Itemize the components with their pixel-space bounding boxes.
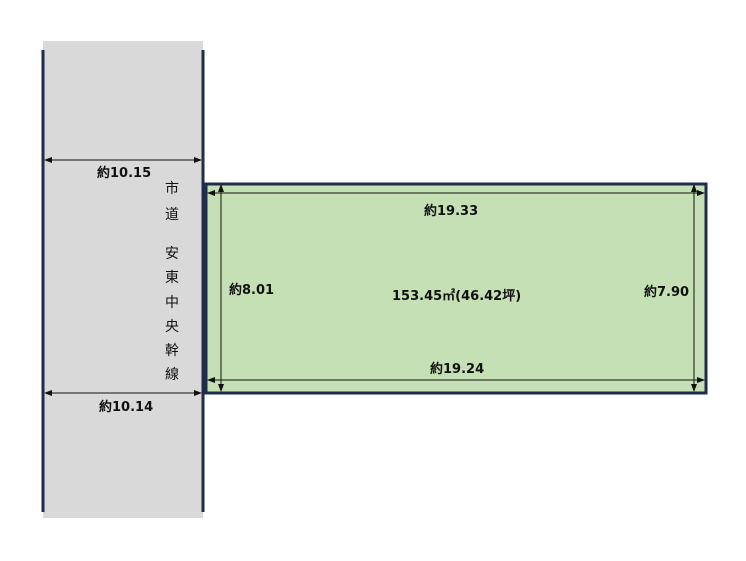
road-name-char: 央 [165, 319, 179, 335]
lot-area [204, 182, 708, 395]
road-name-char: 市 [165, 181, 179, 197]
road-name-char: 道 [165, 207, 179, 223]
road-name-char: 中 [165, 295, 179, 311]
road-width-bottom-label: 約10.14 [99, 400, 154, 415]
road-width-top-label: 約10.15 [97, 166, 152, 181]
road-name-char: 東 [165, 270, 179, 286]
lot-top-label: 約19.33 [424, 204, 479, 219]
road-name-char: 線 [165, 367, 179, 383]
lot-right-label: 約7.90 [644, 285, 690, 300]
lot-left-label: 約8.01 [229, 283, 275, 298]
lot-area-label: 153.45㎡(46.42坪) [392, 289, 522, 304]
road-name-char: 幹 [165, 343, 179, 359]
road-name-char: 安 [165, 246, 179, 262]
road-area [43, 41, 203, 518]
lot-bottom-label: 約19.24 [430, 362, 485, 377]
